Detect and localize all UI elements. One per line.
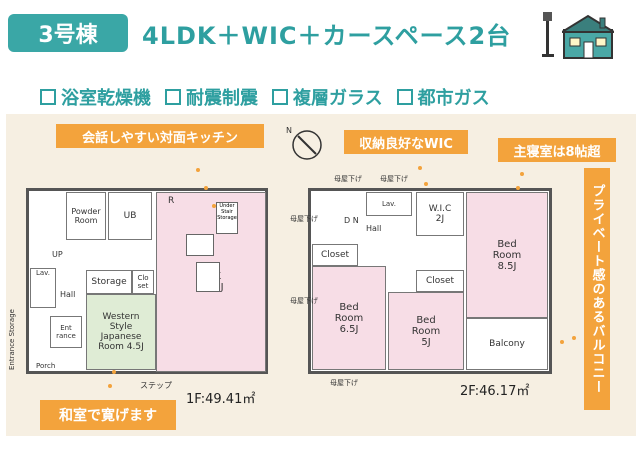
leader-dot — [196, 168, 200, 172]
callout-japanese: 和室で寛げます — [40, 400, 176, 430]
house-icon — [562, 14, 614, 59]
label-porch: Porch — [36, 362, 56, 370]
kitchen-counter — [186, 234, 214, 256]
label-up: UP — [52, 250, 63, 259]
label-hall-1f: Hall — [60, 290, 76, 299]
feature-list: 浴室乾燥機 耐震制震 複層ガラス 都市ガス — [40, 84, 490, 110]
leader-dot — [424, 182, 428, 186]
feature-item: 都市ガス — [396, 84, 490, 110]
label-r: R — [168, 196, 175, 206]
feature-item: 耐震制震 — [165, 84, 258, 110]
compass-north-label: N — [286, 126, 292, 135]
under-stair-storage: Under Stair Storage — [216, 202, 238, 234]
room-bath: UB — [108, 192, 152, 240]
checkbox-icon — [272, 89, 288, 105]
leader-dot — [572, 336, 576, 340]
room-lav-1f: Lav. — [30, 268, 56, 308]
callout-wic: 収納良好なWIC — [344, 130, 468, 154]
room-wic: W.I.C 2J — [416, 192, 464, 236]
leader-dot — [204, 186, 208, 190]
label-step: ステップ — [140, 381, 172, 390]
room-storage: Storage — [86, 270, 132, 294]
floor1-area: 1F:49.41㎡ — [186, 392, 256, 407]
leader-dot — [108, 384, 112, 388]
building-number-badge: 3号棟 — [8, 14, 128, 52]
label-hanging: 母屋下げ — [334, 175, 362, 183]
floor-plan-title: 4LDK＋WIC＋カースペース2台 — [142, 22, 512, 50]
feature-item: 浴室乾燥機 — [40, 84, 151, 110]
checkbox-icon — [396, 89, 413, 105]
leader-dot — [112, 370, 116, 374]
checkbox-icon — [40, 89, 56, 105]
feature-item: 複層ガラス — [272, 84, 383, 110]
label-hanging: 母屋下げ — [290, 297, 318, 305]
leader-dot — [418, 166, 422, 170]
label-hanging: 母屋下げ — [290, 215, 318, 223]
floor2-area: 2F:46.17㎡ — [460, 384, 530, 399]
callout-privacy: プライベート感のあるバルコニー — [584, 168, 610, 410]
room-master-bed: Bed Room 8.5J — [466, 192, 548, 318]
checkbox-icon — [165, 89, 181, 105]
label-hanging: 母屋下げ — [380, 175, 408, 183]
label-dn: D N — [344, 216, 359, 225]
leader-dot — [516, 186, 520, 190]
room-bed-b: Bed Room 5J — [388, 292, 464, 370]
room-closet-a: Closet — [312, 244, 358, 266]
leader-dot — [212, 204, 216, 208]
street-lamp-icon — [542, 12, 554, 57]
compass-icon — [292, 130, 322, 160]
label-entrance-storage: Entrance Storage — [8, 309, 16, 370]
room-entrance: Ent rance — [50, 316, 82, 348]
callout-kitchen: 会話しやすい対面キッチン — [56, 124, 264, 148]
leader-dot — [560, 340, 564, 344]
callout-master: 主寝室は8帖超 — [498, 138, 616, 162]
room-closet-small: Clo set — [132, 270, 154, 294]
label-hanging: 母屋下げ — [330, 379, 358, 387]
room-balcony: Balcony — [466, 318, 548, 370]
dining-table — [196, 262, 220, 292]
room-lav-2f: Lav. — [366, 192, 412, 216]
room-bed-a: Bed Room 6.5J — [312, 266, 386, 370]
label-hall-2f: Hall — [366, 224, 382, 233]
leader-dot — [520, 172, 524, 176]
room-closet-b: Closet — [416, 270, 464, 292]
room-japanese: Western Style Japanese Room 4.5J — [86, 294, 156, 370]
room-powder: Powder Room — [66, 192, 106, 240]
